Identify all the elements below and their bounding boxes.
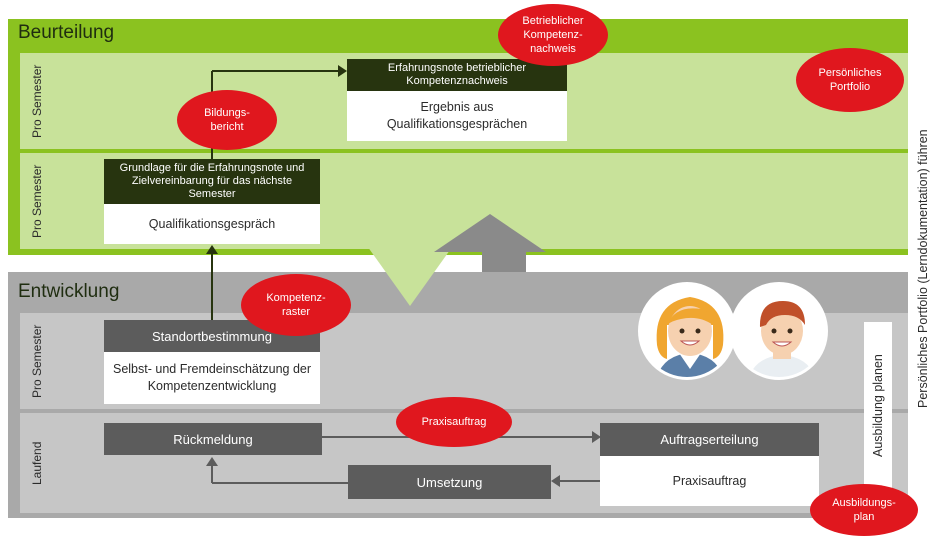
bubble-betrieblicher-kompetenznachweis: Betrieblicher Kompetenz-nachweis bbox=[498, 4, 608, 66]
umsetzung-box: Umsetzung bbox=[348, 465, 551, 499]
ausbildung-bar-label: Ausbildung planen bbox=[871, 354, 885, 458]
man-avatar-icon bbox=[733, 285, 825, 377]
avatar-man bbox=[730, 282, 828, 380]
erfahrungsnote-header: Erfahrungsnote betrieblicher Kompetenzna… bbox=[347, 59, 567, 91]
erfahrungsnote-body: Ergebnis aus Qualifikationsgesprächen bbox=[347, 91, 567, 141]
bubble-persoenliches-portfolio: Persönliches Portfolio bbox=[796, 48, 904, 112]
woman-avatar-icon bbox=[641, 285, 733, 377]
up-arrow-stem bbox=[482, 252, 526, 272]
portfolio-bar-label: Persönliches Portfolio (Lerndokumentatio… bbox=[916, 129, 930, 408]
bubble-ausbildungsplan: Ausbildungs-plan bbox=[810, 484, 918, 536]
down-arrow-shape bbox=[360, 236, 460, 306]
entwicklung-title: Entwicklung bbox=[18, 281, 120, 302]
qualifikationsgespraech-box: Qualifikationsgespräch bbox=[104, 204, 320, 244]
rueckmeldung-box: Rückmeldung bbox=[104, 423, 322, 455]
ausbildung-bar bbox=[864, 322, 892, 490]
beurteilung-title: Beurteilung bbox=[18, 22, 115, 43]
bubble-kompetenzraster: Kompetenz-raster bbox=[241, 274, 351, 336]
up-arrow-shape bbox=[434, 214, 546, 252]
grundlage-header: Grundlage für die Erfahrungsnote und Zie… bbox=[104, 159, 320, 204]
avatar-woman bbox=[638, 282, 736, 380]
standortbestimmung-body: Selbst- und Fremdeinschätzung der Kompet… bbox=[104, 352, 320, 404]
auftragserteilung-header: Auftragserteilung bbox=[600, 423, 819, 456]
bubble-praxisauftrag: Praxisauftrag bbox=[396, 397, 512, 447]
portfolio-bar bbox=[909, 19, 937, 518]
praxisauftrag-box: Praxisauftrag bbox=[600, 456, 819, 506]
bubble-bildungsbericht: Bildungs-bericht bbox=[177, 90, 277, 150]
